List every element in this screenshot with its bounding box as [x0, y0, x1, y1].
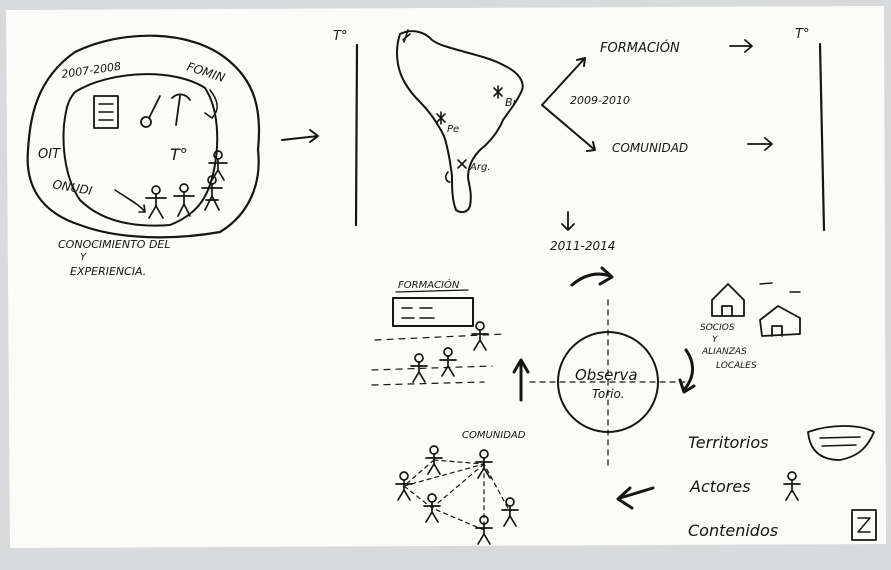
- map-panel: T° T° Br Pe Arg. FORMACIÓN 2009-2010 COM…: [333, 27, 826, 232]
- label-arg: Arg.: [469, 162, 490, 173]
- person-figure: [475, 449, 493, 479]
- comunidad-arrow: [747, 137, 773, 151]
- socios-line1: SOCIOS: [700, 323, 735, 333]
- person-figure: [501, 497, 519, 527]
- caption-y: Y: [80, 252, 87, 263]
- person-figure: [145, 185, 167, 219]
- community-network: [395, 445, 519, 545]
- label-pe: Pe: [447, 124, 459, 135]
- person-figure: [471, 321, 489, 351]
- whiteboard-icon: [392, 297, 474, 327]
- oit-label: OIT: [38, 147, 61, 162]
- cycle-arrow-right: [678, 348, 696, 394]
- formacion-title: FORMACIÓN: [398, 278, 460, 291]
- marker-pe: [436, 111, 446, 125]
- socios-line2: Y: [712, 335, 719, 345]
- outer-blob: [26, 34, 261, 239]
- comunidad-title: COMUNIDAD: [462, 430, 526, 441]
- fomin-arrow: [204, 89, 218, 119]
- caption-line1: CONOCIMIENTO DEL: [58, 238, 171, 251]
- territory-label: T°: [170, 145, 188, 164]
- branch-years: 2009-2010: [570, 94, 630, 107]
- paper-sheet: [6, 6, 886, 548]
- marker-arg: [457, 159, 467, 169]
- observatorio-line2: Torio.: [592, 387, 625, 401]
- formacion-underline: [395, 289, 469, 293]
- t-left-label: T°: [333, 29, 347, 44]
- cycle-arrow-bottom: [616, 486, 655, 510]
- socios-line3: ALIANZAS: [701, 347, 747, 357]
- dashed-lines: [371, 333, 506, 386]
- timeline-left: [354, 43, 359, 227]
- person-figure: [439, 347, 457, 377]
- cycle-arrow-top: [570, 266, 614, 287]
- branch-formacion: FORMACIÓN: [600, 40, 680, 56]
- person-figure: [423, 493, 441, 523]
- caption-line2: EXPERIENCIA.: [70, 265, 146, 278]
- formacion-arrow: [729, 39, 753, 53]
- list-territorios: Territorios: [688, 433, 768, 452]
- students-group: [410, 321, 489, 383]
- lower-section: 2011-2014 FORMACIÓN Observa Torio.: [371, 211, 877, 545]
- label-br: Br: [505, 96, 519, 109]
- person-figure: [475, 515, 493, 545]
- person-figure: [410, 353, 428, 383]
- observatorio-hub: Observa Torio.: [529, 299, 691, 471]
- t-right-label: T°: [795, 27, 809, 42]
- person-figure: [395, 471, 413, 501]
- marker-br: [493, 85, 503, 99]
- branch-arrow-down: [541, 104, 596, 152]
- marker-north: [402, 29, 411, 43]
- person-figure: [425, 445, 443, 475]
- down-arrow: [561, 211, 575, 231]
- people-group: [145, 150, 228, 219]
- person-figure: [173, 183, 195, 217]
- territory-scroll-icon: [807, 425, 875, 461]
- lower-years: 2011-2014: [550, 239, 615, 253]
- sketch-marks: [759, 282, 801, 293]
- actor-figure-icon: [783, 471, 801, 501]
- branch-comunidad: COMUNIDAD: [612, 141, 688, 155]
- house-icon: [759, 305, 801, 337]
- south-america-map: [396, 30, 524, 214]
- document-icon: [93, 95, 119, 129]
- observatorio-line1: Observa: [575, 366, 638, 384]
- person-figure: [201, 175, 223, 211]
- list-actores: Actores: [689, 477, 751, 496]
- document-icon: [851, 509, 877, 541]
- cycle-arrow-left: [512, 358, 530, 402]
- branch-arrow-up: [541, 57, 586, 106]
- timeline-right: [818, 42, 826, 232]
- person-figure: [208, 150, 228, 181]
- onudi-label: ONUDI: [51, 177, 93, 198]
- inner-blob: [62, 73, 219, 227]
- onudi-arrow: [114, 189, 146, 213]
- arrow-to-map: [281, 129, 319, 143]
- house-icon: [711, 283, 745, 317]
- list-contenidos: Contenidos: [688, 521, 778, 540]
- socios-line4: LOCALES: [716, 361, 757, 371]
- tools-icon: [140, 93, 191, 128]
- marker-south: [445, 171, 451, 183]
